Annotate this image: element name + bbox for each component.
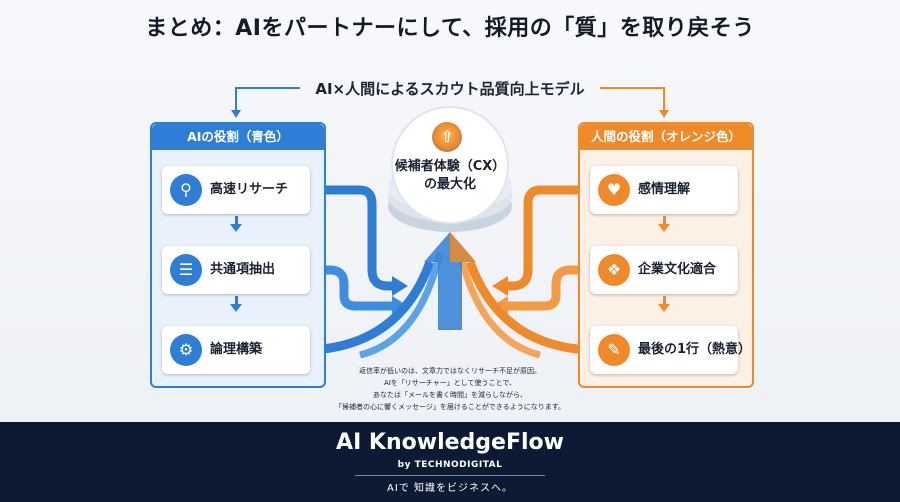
center-goal-line2: の最大化 [423,177,476,192]
database-search-icon: ☰ [170,254,202,286]
human-arrow-1 [508,185,588,291]
ai-item-extraction: ☰ 共通項抽出 [162,246,310,294]
ai-arrow-2 [312,265,392,311]
gears-icon: ⚙ [170,334,202,366]
human-arrow-4 [456,251,541,359]
human-item-label: 感情理解 [638,182,691,197]
arrow-up-icon: ⇧ [432,122,462,152]
ai-role-panel: AIの役割（青色） ⚲ 高速リサーチ ☰ 共通項抽出 ⚙ 論理構築 [150,122,326,388]
note-line: 返信率が低いのは、文章力ではなくリサーチ不足が原因。 [359,367,541,375]
footer-banner: AI KnowledgeFlow by TECHNODIGITAL AIで 知識… [0,422,900,502]
human-arrow-3 [465,260,589,355]
human-item-empathy: ♥ 感情理解 [590,166,738,214]
note-line: 「候補者の心に響くメッセージ」を届けることができるようになります。 [334,403,566,411]
human-item-label: 企業文化適合 [638,262,717,277]
human-arrow-2 [508,265,588,311]
note-line: AIを「リサーチャー」として使うことで、 [383,379,517,387]
ai-top-arrowhead [231,110,241,118]
pen-icon: ✎ [598,334,630,366]
human-top-connector [600,87,665,112]
brand-logo-text: AI KnowledgeFlow [336,430,564,455]
ai-panel-header: AIの役割（青色） [152,124,324,150]
model-title: AI×人間によるスカウト品質向上モデル [0,78,900,99]
search-icon: ⚲ [170,174,202,206]
human-item-label: 最後の1行（熱意） [638,342,752,357]
ai-connector-2 [235,296,238,306]
ai-item-logic: ⚙ 論理構築 [162,326,310,374]
page-title: まとめ：AIをパートナーにして、採用の「質」を取り戻そう [145,16,755,41]
human-item-culture-fit: ❖ 企業文化適合 [590,246,738,294]
ai-arrow-4 [359,251,444,359]
handshake-icon: ❖ [598,254,630,286]
chevron-down-icon [658,224,670,232]
brand-byline: by TECHNODIGITAL [397,460,503,470]
ai-connector-1 [235,216,238,226]
ai-item-label: 共通項抽出 [210,262,276,277]
note-line: あなたは「メールを書く時間」を減らしながら、 [373,391,527,399]
diagram-area: まとめ：AIをパートナーにして、採用の「質」を取り戻そう AI×人間によるスカウ… [0,0,900,422]
ai-arrow-1 [312,185,392,291]
summary-note: 返信率が低いのは、文章力ではなくリサーチ不足が原因。 AIを「リサーチャー」とし… [300,365,600,413]
brand-tagline: AIで 知識をビジネスへ。 [387,483,513,494]
chevron-down-icon [230,224,242,232]
human-arrow-1-head [492,276,508,296]
ai-item-research: ⚲ 高速リサーチ [162,166,310,214]
center-goal-line1: 候補者体験（CX） [394,159,506,174]
human-item-last-line: ✎ 最後の1行（熱意） [590,326,751,374]
central-up-arrow-orange [450,232,476,330]
human-role-panel: 人間の役割（オレンジ色） ♥ 感情理解 ❖ 企業文化適合 ✎ 最後の1行（熱意） [578,122,754,388]
center-circle [391,106,509,224]
ai-arrow-3 [311,260,435,355]
chevron-down-icon [230,304,242,312]
center-goal: 候補者体験（CX） の最大化 [384,158,516,194]
ai-item-label: 高速リサーチ [210,182,289,197]
chevron-down-icon [658,304,670,312]
heart-icon: ♥ [598,174,630,206]
ai-arrow-1-head [392,276,408,296]
footer-divider [355,475,545,476]
human-connector-1 [663,216,666,226]
human-panel-header: 人間の役割（オレンジ色） [580,124,752,150]
human-connector-2 [663,296,666,306]
ai-top-connector [235,87,300,112]
ai-item-label: 論理構築 [210,342,263,357]
human-top-arrowhead [659,110,669,118]
flow-arrows [231,87,669,359]
